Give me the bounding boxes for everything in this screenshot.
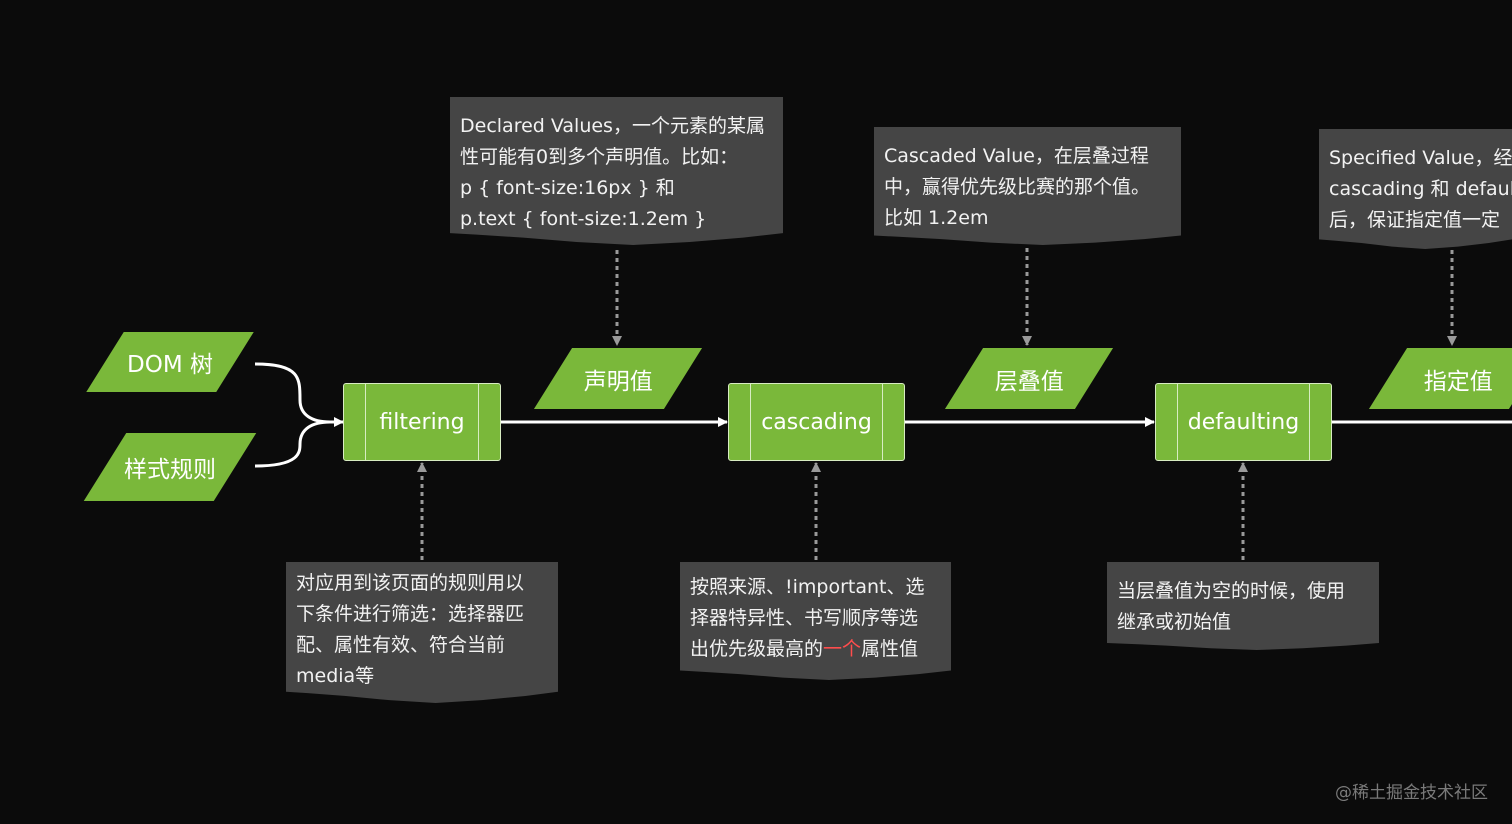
filtering-note: 对应用到该页面的规则用以 下条件进行筛选：选择器匹 配、属性有效、符合当前 me… [286, 562, 558, 703]
note-line: 当层叠值为空的时候，使用 [1117, 580, 1346, 602]
highlight-text: 一个 [823, 638, 862, 660]
watermark: @稀土掘金技术社区 [1335, 783, 1488, 803]
note-line: 择器特异性、书写顺序等选 [690, 607, 919, 629]
declared-note: Declared Values，一个元素的某属 性可能有0到多个声明值。比如： … [450, 97, 783, 245]
note-line: Declared Values，一个元素的某属 [460, 115, 765, 137]
note-line: p.text { font-size:1.2em } [460, 208, 707, 230]
note-line: 出优先级最高的一个属性值 [690, 634, 941, 665]
specified-note: Specified Value，经 cascading 和 default 后，… [1319, 129, 1512, 249]
note-line: 性可能有0到多个声明值。比如： [460, 146, 739, 168]
note-line: Specified Value，经 [1329, 147, 1512, 169]
declared-value-label: 声明值 [583, 368, 653, 395]
rules-to-filtering-connector [254, 420, 331, 468]
cascading-label: cascading [761, 409, 872, 435]
note-line: 配、属性有效、符合当前 [296, 634, 506, 656]
note-line: 按照来源、!important、选 [690, 576, 925, 598]
filtering-label: filtering [379, 409, 465, 435]
dom-to-filtering-connector [254, 362, 331, 424]
defaulting-note: 当层叠值为空的时候，使用 继承或初始值 [1107, 562, 1379, 650]
note-line: Cascaded Value，在层叠过程 [884, 145, 1149, 167]
note-line: 中，赢得优先级比赛的那个值。 [884, 176, 1151, 198]
note-line: 对应用到该页面的规则用以 [296, 572, 525, 594]
style-rules-label: 样式规则 [124, 457, 216, 483]
defaulting-label: defaulting [1187, 409, 1300, 435]
note-line: media等 [296, 665, 375, 687]
cascading-process: cascading [728, 383, 905, 461]
specified-value-label: 指定值 [1423, 368, 1493, 395]
dom-tree-label: DOM 树 [127, 352, 213, 378]
note-text: 属性值 [861, 638, 919, 660]
defaulting-process: defaulting [1155, 383, 1332, 461]
note-text: 出优先级最高的 [690, 638, 824, 660]
note-line: 继承或初始值 [1117, 611, 1232, 633]
note-line: cascading 和 default [1329, 178, 1512, 200]
note-line: 比如 1.2em [884, 207, 989, 229]
note-line: p { font-size:16px } 和 [460, 177, 675, 199]
cascaded-value-label: 层叠值 [994, 368, 1064, 395]
note-line: 后，保证指定值一定 [1329, 209, 1501, 231]
filtering-process: filtering [343, 383, 501, 461]
cascaded-note: Cascaded Value，在层叠过程 中，赢得优先级比赛的那个值。 比如 1… [874, 127, 1181, 245]
note-line: 下条件进行筛选：选择器匹 [296, 603, 525, 625]
cascading-note: 按照来源、!important、选 择器特异性、书写顺序等选 出优先级最高的一个… [680, 562, 951, 680]
